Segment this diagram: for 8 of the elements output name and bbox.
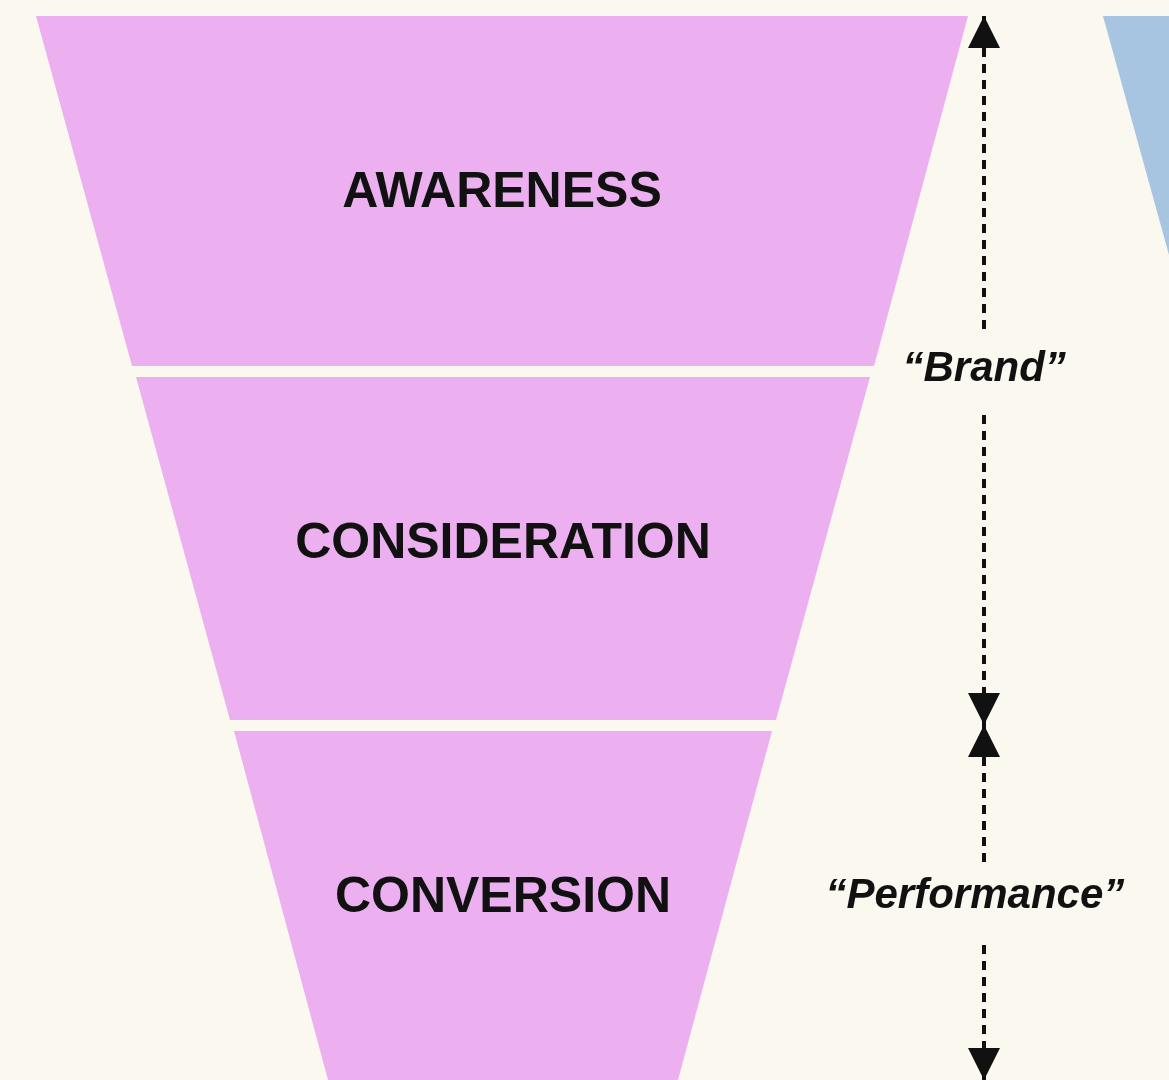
dimension-label: “Performance” — [825, 870, 1125, 918]
stage-label: CONSIDERATION — [295, 512, 711, 570]
funnel-stage — [234, 731, 772, 1080]
stage-label: CONVERSION — [334, 866, 672, 924]
dimension-label: “Brand” — [902, 343, 1066, 391]
stage-label: AWARENESS — [342, 161, 662, 219]
funnel-stage — [136, 377, 870, 720]
funnel-segment — [1103, 16, 1169, 255]
